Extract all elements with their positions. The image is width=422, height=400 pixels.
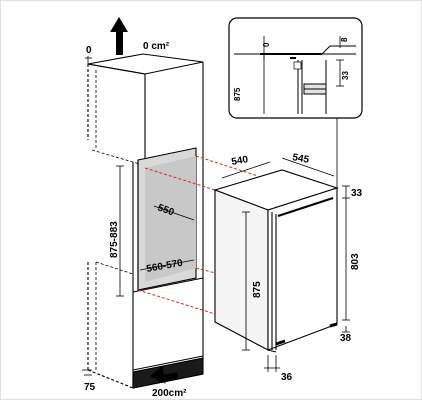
bottom-vent-arrow <box>149 365 179 384</box>
cabinet-top-face <box>87 53 204 75</box>
appliance-width-label: 545 <box>291 152 310 166</box>
detail-inset: 0 8 33 875 <box>228 17 363 119</box>
appliance-total-height-label: 803 <box>350 253 361 270</box>
appliance-depth-label: 540 <box>231 154 250 168</box>
top-vent-label: 0 cm² <box>143 41 170 52</box>
appliance-front-height-label: 875 <box>252 281 263 298</box>
detail-gap-zero-label: 0 <box>262 42 271 47</box>
top-vent-arrow <box>110 17 128 55</box>
appliance-bottom-offset-label: 38 <box>340 333 352 344</box>
detail-height-875-label: 875 <box>233 87 242 101</box>
cabinet-top-gap-label: 0 <box>86 45 92 56</box>
detail-gap-33-label: 33 <box>341 71 350 80</box>
appliance-front-face <box>267 187 338 351</box>
appliance-door-offset-label: 36 <box>281 372 293 383</box>
appliance-top-offset-label: 33 <box>351 188 363 199</box>
niche-height-label: 875-883 <box>109 221 120 258</box>
cabinet-base-vent <box>132 357 204 389</box>
cabinet-bottom-gap-label: 75 <box>84 382 96 393</box>
appliance <box>213 169 339 353</box>
cabinet <box>87 53 204 389</box>
bottom-vent-label: 200cm² <box>152 388 187 399</box>
detail-gap-eight-label: 8 <box>340 37 349 42</box>
appliance-side-face <box>214 189 269 351</box>
